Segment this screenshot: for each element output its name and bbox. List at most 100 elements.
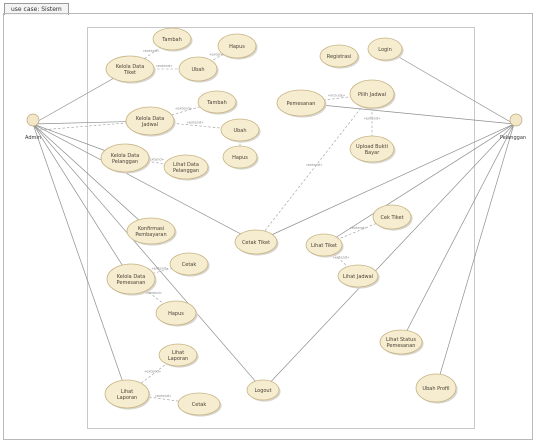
use-case-ellipse <box>415 373 457 403</box>
use-case-ellipse <box>126 217 176 245</box>
use-case-ellipse <box>349 135 395 163</box>
use-case-registrasi[interactable]: Registrasi <box>319 44 360 69</box>
use-case-label: Pemesanan <box>287 101 316 107</box>
association-line <box>32 123 264 391</box>
use-case-ellipse <box>234 229 278 255</box>
association-line <box>435 123 515 389</box>
association-lines <box>32 48 515 395</box>
dependency-stereotype-label: «extend» <box>143 49 160 53</box>
use-case-pilih-jadwal[interactable]: Pilih Jadwal <box>349 79 396 110</box>
actor-admin[interactable]: Admin <box>25 113 41 141</box>
use-case-tambah[interactable]: Tambah <box>197 90 238 115</box>
association-line <box>323 123 515 246</box>
use-case-ellipse <box>337 264 379 288</box>
dependency-stereotype-label: «extend» <box>145 291 162 295</box>
use-case-cetak-tiket[interactable]: Cetak Tiket <box>234 229 279 256</box>
dependency-stereotype-label: «extend» <box>144 370 161 374</box>
dependency-stereotype-label: «include» <box>328 94 345 98</box>
system-boundary <box>87 27 475 429</box>
use-case-ellipse <box>163 154 209 180</box>
use-case-ellipse <box>379 329 423 355</box>
association-line <box>32 123 128 395</box>
use-case-cetak[interactable]: Cetak <box>169 252 210 277</box>
use-case-ellipse <box>177 392 221 416</box>
use-case-ellipse <box>178 56 218 82</box>
use-case-ellipse <box>305 233 343 257</box>
use-case-ellipse <box>349 79 395 109</box>
use-case-ellipse <box>220 118 260 142</box>
admin-label: Admin <box>25 135 41 141</box>
use-case-hapus[interactable]: Hapus <box>222 145 259 170</box>
dependency-stereotype-label: «extend» <box>156 64 173 68</box>
use-case-ellipse <box>319 44 359 68</box>
use-case-lihat-tiket[interactable]: Lihat Tiket <box>305 233 344 258</box>
use-case-label: Lihat Tiket <box>311 243 337 249</box>
use-case-hapus[interactable]: Hapus <box>155 300 198 327</box>
dependency-stereotype-label: «extend» <box>306 163 323 167</box>
use-case-ellipse <box>197 90 237 114</box>
use-case-ellipse <box>158 343 198 367</box>
use-case-tambah[interactable]: Tambah <box>152 27 193 52</box>
association-line <box>255 123 515 243</box>
use-case-label: Cetak <box>192 402 207 408</box>
use-case-ubah-profil[interactable]: Ubah Profil <box>415 373 458 404</box>
use-case-ellipse <box>217 33 257 59</box>
actor-pelanggan[interactable]: Pelanggan <box>500 113 526 141</box>
use-case-label: Hapus <box>229 44 245 50</box>
use-case-lihat-jadwal[interactable]: Lihat Jadwal <box>337 264 380 289</box>
use-case-label: Ubah Profil <box>422 386 449 392</box>
use-case-ellipse <box>367 37 403 61</box>
use-case-label: Cetak Tiket <box>242 240 270 246</box>
use-case-ellipse <box>106 263 156 295</box>
use-case-ellipse <box>276 89 326 117</box>
association-line <box>300 102 515 125</box>
dependency-stereotype-label: «extend» <box>187 121 204 125</box>
dependency-stereotype-label: «extend» <box>350 226 367 230</box>
use-case-ellipse <box>152 27 192 51</box>
use-case-login[interactable]: Login <box>367 37 404 62</box>
use-case-ellipse <box>125 106 175 136</box>
dependency-stereotype-label: «extend» <box>155 394 172 398</box>
use-case-label: Tambah <box>161 37 182 43</box>
dependency-line <box>255 93 373 243</box>
use-case-label: Hapus <box>168 311 184 317</box>
use-case-cek-tiket[interactable]: Cek Tiket <box>372 204 413 231</box>
diagram-tab[interactable]: use case: Sistem <box>4 3 69 15</box>
association-line <box>32 123 152 232</box>
use-case-hapus[interactable]: Hapus <box>217 33 258 60</box>
use-case-label: Login <box>378 47 392 53</box>
use-case-label: Logout <box>254 388 271 394</box>
use-case-ubah[interactable]: Ubah <box>178 56 219 83</box>
dependency-line <box>323 216 393 246</box>
association-line <box>400 123 515 343</box>
use-case-logout[interactable]: Logout <box>246 379 281 402</box>
admin-figure-icon <box>26 113 40 127</box>
use-case-ubah[interactable]: Ubah <box>220 118 261 143</box>
dependency-stereotype-label: «extend» <box>209 53 226 57</box>
use-case-pemesanan[interactable]: Pemesanan <box>276 89 327 118</box>
use-case-cetak[interactable]: Cetak <box>177 392 222 417</box>
dependency-stereotype-label: «extend» <box>147 158 164 162</box>
use-case-label: Pilih Jadwal <box>358 92 386 98</box>
use-case-ellipse <box>104 379 150 409</box>
